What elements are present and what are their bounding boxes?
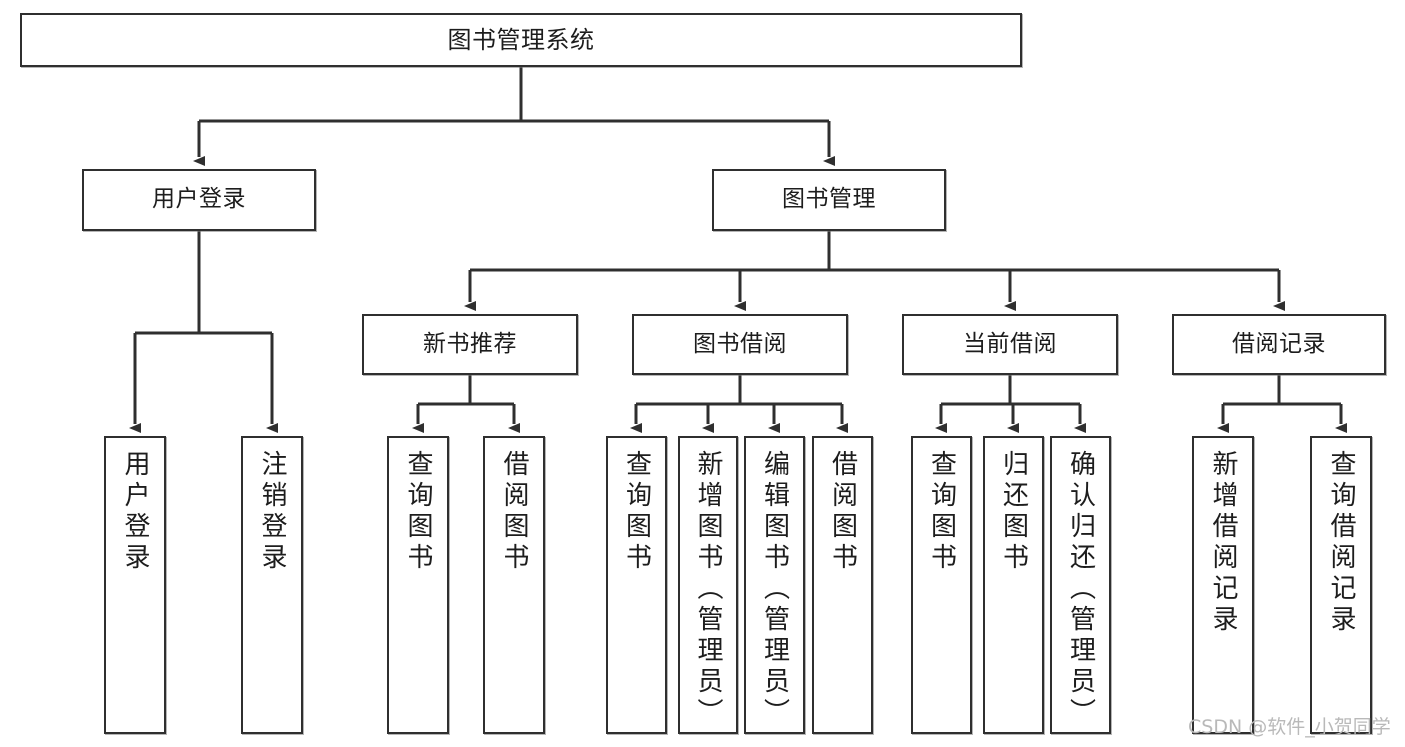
node-leaf-query-book-2-label: 查询图书	[621, 450, 652, 574]
node-leaf-query-book-3[interactable]: 查询图书	[911, 436, 972, 734]
node-user-login-label: 用户登录	[152, 186, 246, 213]
node-leaf-borrow-book-1[interactable]: 借阅图书	[483, 436, 545, 734]
node-book-manage-label: 图书管理	[782, 186, 876, 213]
node-leaf-add-book[interactable]: 新增图书（管理员）	[678, 436, 738, 734]
node-book-borrow[interactable]: 图书借阅	[632, 314, 848, 375]
node-leaf-logout[interactable]: 注销登录	[241, 436, 303, 734]
node-leaf-borrow-book-2-label: 借阅图书	[827, 450, 858, 574]
node-leaf-add-book-label: 新增图书（管理员）	[693, 450, 723, 729]
node-leaf-query-book-1[interactable]: 查询图书	[387, 436, 449, 734]
node-leaf-query-record-label: 查询借阅记录	[1326, 450, 1356, 636]
node-leaf-confirm-return[interactable]: 确认归还（管理员）	[1050, 436, 1111, 734]
node-leaf-add-record-label: 新增借阅记录	[1208, 450, 1238, 636]
node-leaf-query-book-3-label: 查询图书	[926, 450, 957, 574]
node-borrow-record[interactable]: 借阅记录	[1172, 314, 1386, 375]
node-leaf-query-record[interactable]: 查询借阅记录	[1310, 436, 1372, 734]
node-leaf-user-login[interactable]: 用户登录	[104, 436, 166, 734]
node-leaf-confirm-return-label: 确认归还（管理员）	[1065, 450, 1096, 729]
node-root[interactable]: 图书管理系统	[20, 13, 1022, 67]
node-current-borrow-label: 当前借阅	[963, 330, 1057, 357]
node-leaf-query-book-2[interactable]: 查询图书	[606, 436, 667, 734]
node-leaf-logout-label: 注销登录	[257, 450, 287, 574]
node-root-label: 图书管理系统	[447, 25, 595, 54]
node-user-login[interactable]: 用户登录	[82, 169, 316, 231]
node-leaf-user-login-label: 用户登录	[120, 450, 150, 574]
node-leaf-return-book-label: 归还图书	[998, 450, 1029, 574]
csdn-watermark: CSDN @软件_小贺同学	[1188, 716, 1391, 738]
node-leaf-add-record[interactable]: 新增借阅记录	[1192, 436, 1254, 734]
node-new-book-rec[interactable]: 新书推荐	[362, 314, 578, 375]
node-leaf-borrow-book-1-label: 借阅图书	[499, 450, 529, 574]
node-book-borrow-label: 图书借阅	[693, 330, 787, 357]
node-leaf-query-book-1-label: 查询图书	[403, 450, 433, 574]
node-leaf-edit-book-label: 编辑图书（管理员）	[759, 450, 790, 729]
node-book-manage[interactable]: 图书管理	[712, 169, 946, 231]
node-leaf-borrow-book-2[interactable]: 借阅图书	[812, 436, 873, 734]
node-leaf-return-book[interactable]: 归还图书	[983, 436, 1044, 734]
node-leaf-edit-book[interactable]: 编辑图书（管理员）	[744, 436, 805, 734]
node-borrow-record-label: 借阅记录	[1232, 330, 1326, 357]
node-current-borrow[interactable]: 当前借阅	[902, 314, 1118, 375]
node-new-book-rec-label: 新书推荐	[423, 330, 517, 357]
